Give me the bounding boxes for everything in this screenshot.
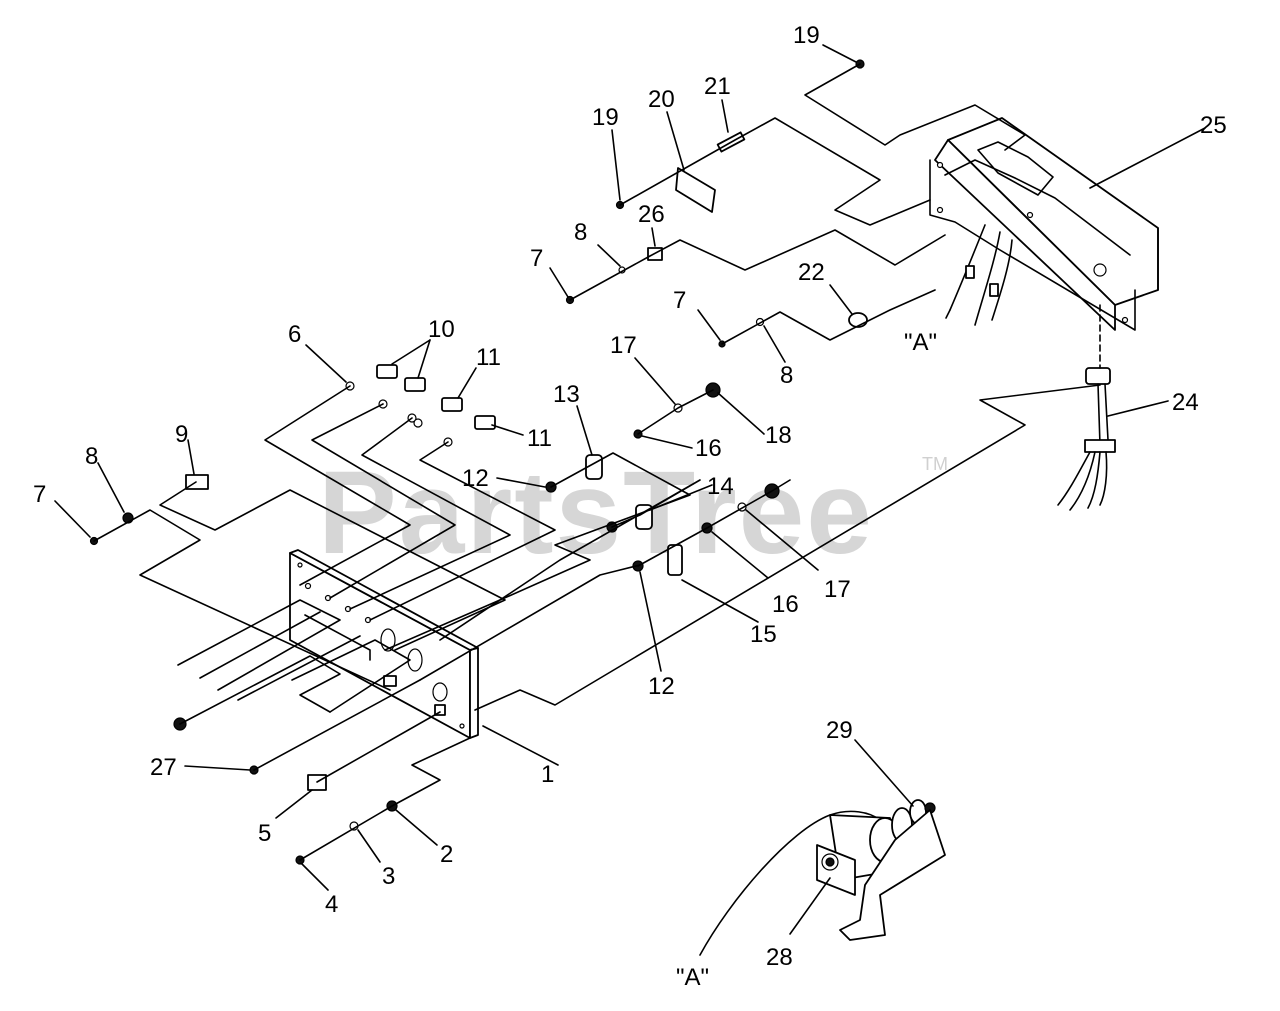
callout-13: 13 (553, 381, 580, 408)
callout-ref-a-top: "A" (904, 329, 937, 356)
callout-7-left: 7 (33, 481, 46, 508)
callout-11-b: 11 (527, 425, 552, 452)
housing-wires (949, 224, 1013, 326)
callout-5: 5 (258, 820, 271, 847)
part-11-switch-a (441, 397, 463, 412)
callout-27: 27 (150, 754, 177, 781)
callout-21: 21 (704, 73, 731, 100)
callout-4: 4 (325, 891, 338, 918)
callout-12-b: 12 (648, 673, 675, 700)
callout-17-b: 17 (824, 576, 851, 603)
part-24-wire-harness (1057, 304, 1116, 511)
leader-lines (54, 44, 1206, 935)
callout-8-left: 8 (85, 443, 98, 470)
callout-8-b: 8 (780, 362, 793, 389)
callout-29: 29 (826, 717, 853, 744)
callout-19: 19 (592, 104, 619, 131)
callout-12: 12 (462, 465, 489, 492)
callout-17: 17 (610, 332, 637, 359)
callout-22: 22 (798, 259, 825, 286)
callout-ref-a-bottom: "A" (676, 964, 709, 991)
callout-28: 28 (766, 944, 793, 971)
part-15-receptacle (667, 544, 683, 576)
callout-18: 18 (765, 422, 792, 449)
callout-20: 20 (648, 86, 675, 113)
callout-7: 7 (530, 245, 543, 272)
watermark-tm: TM (922, 454, 948, 474)
callout-16-b: 16 (772, 591, 799, 618)
callout-9: 9 (175, 421, 188, 448)
callout-labels: 19 25 20 21 19 26 8 7 22 7 8 "A" 24 6 10… (33, 22, 1227, 991)
callout-19-top: 19 (793, 22, 820, 49)
callout-25: 25 (1200, 112, 1227, 139)
callout-7-b: 7 (673, 287, 686, 314)
callout-3: 3 (382, 863, 395, 890)
part-1-control-panel (289, 549, 479, 739)
part-11-switch-b (474, 415, 496, 430)
callout-11: 11 (476, 344, 501, 371)
nut-11a (413, 418, 423, 428)
assembly-guide-lines (93, 63, 1101, 861)
part-10-switch-b (404, 377, 426, 392)
callout-15: 15 (750, 621, 777, 648)
part-29-solenoid (699, 799, 946, 956)
callout-14: 14 (707, 473, 734, 500)
part-25-housing (929, 117, 1159, 331)
callout-10: 10 (428, 316, 455, 343)
callout-8: 8 (574, 219, 587, 246)
callout-1: 1 (541, 761, 554, 788)
callout-26: 26 (638, 201, 665, 228)
part-10-switch-a (376, 364, 398, 379)
callout-16: 16 (695, 435, 722, 462)
part-22-grommet (848, 312, 868, 328)
callout-24: 24 (1172, 389, 1199, 416)
callout-2: 2 (440, 841, 453, 868)
part-20-plate (675, 167, 716, 213)
callout-6: 6 (288, 321, 301, 348)
